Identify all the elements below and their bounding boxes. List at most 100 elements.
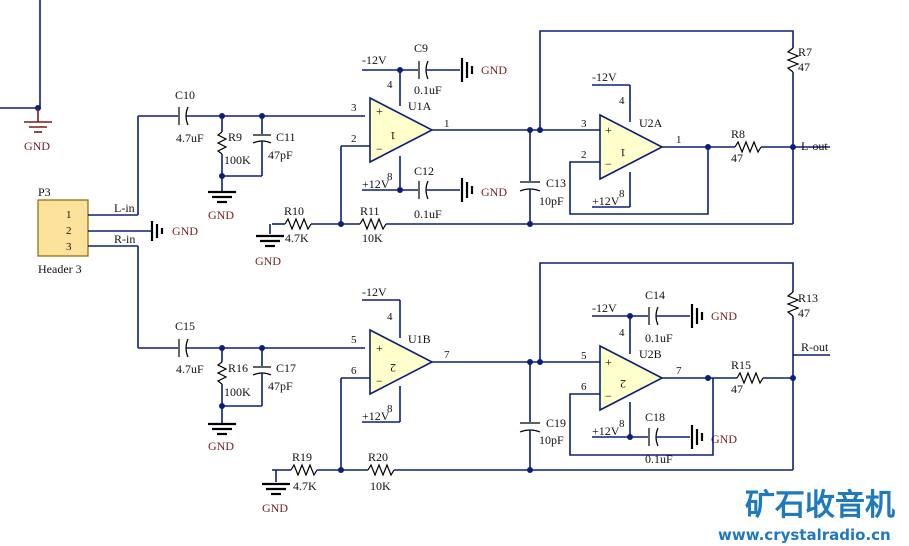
c11-value: 47pF <box>268 148 293 162</box>
u1b-pin-vpos: 8 <box>387 403 393 415</box>
c19-ref: C19 <box>546 416 566 430</box>
gnd-label: GND <box>255 254 281 268</box>
watermark-url: www.crystalradio.cn <box>718 526 891 544</box>
r7-ref: R7 <box>798 45 812 59</box>
c10-value: 4.7uF <box>176 131 204 145</box>
top-left-ground-branch: GND <box>0 0 52 153</box>
gnd-label: GND <box>481 63 507 77</box>
supply-pos-label: +12V <box>592 424 620 438</box>
connector-name: Header 3 <box>38 262 82 276</box>
r11-value: 10K <box>362 231 383 245</box>
c12-ref: C12 <box>414 164 434 178</box>
u2b-pin-vneg: 4 <box>619 327 625 339</box>
u1a-pin-plus: 3 <box>351 102 357 114</box>
c14-ref: C14 <box>645 288 665 302</box>
gnd-label: GND <box>262 501 288 515</box>
r9-value: 100K <box>224 153 251 167</box>
c17-value: 47pF <box>268 379 293 393</box>
u1a-pin-out: 1 <box>444 118 450 130</box>
r-out-label: R-out <box>801 340 829 354</box>
c18-ref: C18 <box>645 410 665 424</box>
left-channel: C10 4.7uF R9 100K C11 47pF GND + − 1 U1A… <box>138 30 830 268</box>
r7-value: 47 <box>798 60 810 74</box>
watermark: 矿石收音机 www.crystalradio.cn <box>718 488 895 544</box>
opamp-u1b <box>369 328 434 396</box>
l-out-label: L-out <box>801 139 828 153</box>
u2b-pin-vpos: 8 <box>619 418 625 430</box>
r8-ref: R8 <box>731 127 745 141</box>
r15-ref: R15 <box>731 358 751 372</box>
r10-value: 4.7K <box>285 231 309 245</box>
connector-ref: P3 <box>38 185 51 199</box>
gnd-label: GND <box>711 432 737 446</box>
u2a-pin-plus: 3 <box>581 118 587 130</box>
c14-value: 0.1uF <box>645 331 673 345</box>
c12-value: 0.1uF <box>414 207 442 221</box>
r19-ref: R19 <box>292 450 312 464</box>
opamp-u1a <box>369 96 434 164</box>
supply-neg-label: -12V <box>592 70 617 84</box>
minus-sign: − <box>605 389 612 403</box>
r9-ref: R9 <box>228 130 242 144</box>
c18-value: 0.1uF <box>645 452 673 466</box>
supply-pos-label: +12V <box>362 409 390 423</box>
plus-sign: + <box>376 104 383 118</box>
c13-ref: C13 <box>546 176 566 190</box>
u1a-pin-vpos: 8 <box>387 171 393 183</box>
minus-sign: − <box>376 142 383 156</box>
u2b-pin-plus: 5 <box>581 350 587 362</box>
c15-ref: C15 <box>175 319 195 333</box>
minus-sign: − <box>376 374 383 388</box>
plus-sign: + <box>605 123 612 137</box>
header-pin-1: 1 <box>66 209 72 221</box>
u1a-pin-minus: 2 <box>351 133 357 145</box>
header-pin-3: 3 <box>66 241 72 253</box>
r11-ref: R11 <box>360 204 380 218</box>
u2b-pin-out: 7 <box>676 365 682 377</box>
c15-value: 4.7uF <box>176 362 204 376</box>
plus-sign: + <box>605 355 612 369</box>
r8-value: 47 <box>731 151 743 165</box>
right-channel: C15 4.7uF R16 100K C17 47pF GND + − 2 U1… <box>138 262 830 515</box>
u2a-pin-minus: 2 <box>581 149 587 161</box>
header-pin-2: 2 <box>66 225 72 237</box>
r10-ref: R10 <box>284 204 304 218</box>
r19-value: 4.7K <box>293 479 317 493</box>
r20-value: 10K <box>370 479 391 493</box>
u2a-ref: U2A <box>639 116 663 130</box>
c19-value: 10pF <box>539 433 564 447</box>
r16-value: 100K <box>224 385 251 399</box>
r13-ref: R13 <box>798 291 818 305</box>
opamp-glyph: 1 <box>620 146 626 160</box>
u1b-pin-plus: 5 <box>351 334 357 346</box>
supply-pos-label: +12V <box>592 194 620 208</box>
gnd-label: GND <box>711 309 737 323</box>
r16-ref: R16 <box>228 361 248 375</box>
u1a-ref: U1A <box>408 99 432 113</box>
u2a-pin-out: 1 <box>676 134 682 146</box>
opamp-u2a <box>599 113 664 181</box>
r15-value: 47 <box>731 382 743 396</box>
u1b-pin-out: 7 <box>444 349 450 361</box>
u2b-pin-minus: 6 <box>581 381 587 393</box>
opamp-glyph: 2 <box>620 377 626 391</box>
u1a-pin-vneg: 4 <box>387 79 393 91</box>
gnd-label: GND <box>208 439 234 453</box>
u1b-pin-minus: 6 <box>351 365 357 377</box>
supply-neg-label: -12V <box>592 301 617 315</box>
opamp-glyph: 1 <box>390 129 396 143</box>
gnd-label: GND <box>208 208 234 222</box>
c11-ref: C11 <box>276 130 296 144</box>
c10-ref: C10 <box>175 88 195 102</box>
u1b-pin-vneg: 4 <box>387 311 393 323</box>
gnd-label: GND <box>24 139 50 153</box>
connector-p3: P3 1 2 3 Header 3 L-in R-in GND <box>37 116 198 348</box>
header-body <box>37 199 89 257</box>
minus-sign: − <box>605 157 612 171</box>
c13-value: 10pF <box>539 194 564 208</box>
c17-ref: C17 <box>276 361 296 375</box>
r20-ref: R20 <box>368 450 388 464</box>
u2b-ref: U2B <box>639 347 662 361</box>
c9-value: 0.1uF <box>414 83 442 97</box>
